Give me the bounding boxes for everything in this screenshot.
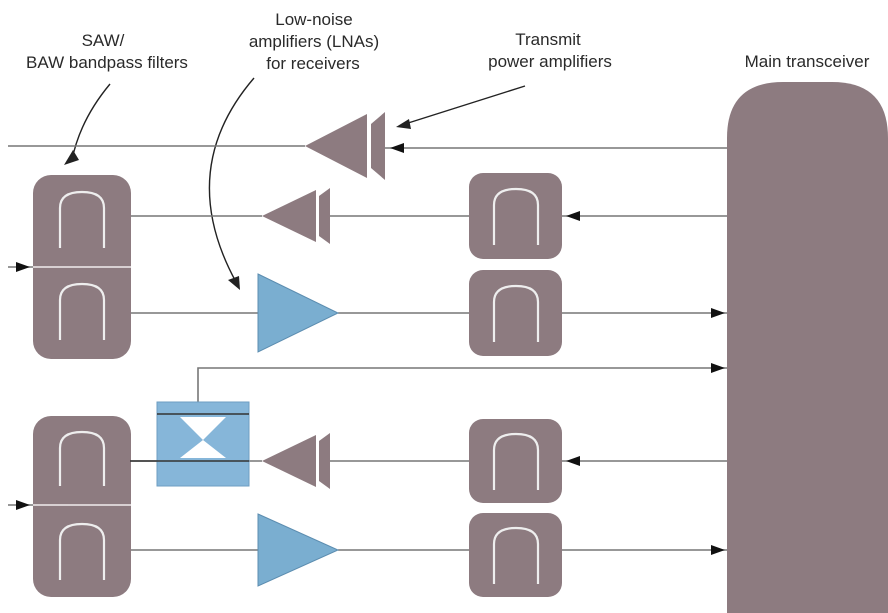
arrowhead-icon <box>228 276 240 290</box>
bandpass-filter-icon <box>492 432 540 490</box>
svg-text:power amplifiers: power amplifiers <box>488 52 612 71</box>
bandpass-filter-icon <box>58 190 106 248</box>
callout-arrow-lnas <box>208 77 255 283</box>
arrowhead-icon <box>396 119 411 129</box>
arrowhead-icon <box>566 211 580 221</box>
bandpass-filter-icon <box>58 430 106 486</box>
bandpass-filter-icon <box>58 522 106 580</box>
svg-text:SAW/: SAW/ <box>82 31 125 50</box>
arrowhead-icon <box>711 545 725 555</box>
filter-pair-top <box>33 175 131 359</box>
svg-text:amplifiers (LNAs): amplifiers (LNAs) <box>249 32 379 51</box>
bandpass-filter-icon <box>58 282 106 340</box>
label-main-transceiver: Main transceiver <box>745 52 870 71</box>
duplex-switch-icon <box>130 401 250 487</box>
power-amplifier-icon <box>262 188 330 244</box>
power-amplifier-icon <box>262 433 330 489</box>
arrowhead-icon <box>390 143 404 153</box>
filter-right-1 <box>469 173 562 259</box>
label-transmit-pas: Transmit power amplifiers <box>488 30 612 71</box>
svg-text:Low-noise: Low-noise <box>275 10 353 29</box>
signal-arrowheads <box>16 143 725 555</box>
callout-arrows <box>71 77 526 283</box>
filter-right-2 <box>469 270 562 356</box>
svg-text:for receivers: for receivers <box>266 54 360 73</box>
arrowhead-icon <box>64 150 79 165</box>
callout-arrowheads <box>64 119 411 290</box>
arrowhead-icon <box>711 363 725 373</box>
bandpass-filter-icon <box>492 526 540 584</box>
svg-text:Transmit: Transmit <box>515 30 581 49</box>
bandpass-filter-icon <box>492 284 540 342</box>
filter-pair-bottom <box>33 416 131 597</box>
callout-arrow-filters <box>71 83 111 161</box>
filter-right-3 <box>469 419 562 503</box>
bandpass-filter-icon <box>492 187 540 245</box>
main-transceiver-block <box>727 82 888 613</box>
arrowhead-icon <box>566 456 580 466</box>
arrowhead-icon <box>16 262 30 272</box>
low-noise-amplifier-icon <box>257 273 340 353</box>
signal-wires <box>8 145 727 551</box>
callout-arrow-pas <box>404 85 526 125</box>
label-saw-baw-filters: SAW/ BAW bandpass filters <box>26 31 188 72</box>
arrowhead-icon <box>711 308 725 318</box>
arrowhead-icon <box>16 500 30 510</box>
label-lnas: Low-noise amplifiers (LNAs) for receiver… <box>249 10 379 73</box>
power-amplifier-icon <box>305 112 385 180</box>
low-noise-amplifier-icon <box>257 513 340 587</box>
filter-right-4 <box>469 513 562 597</box>
svg-text:BAW bandpass filters: BAW bandpass filters <box>26 53 188 72</box>
